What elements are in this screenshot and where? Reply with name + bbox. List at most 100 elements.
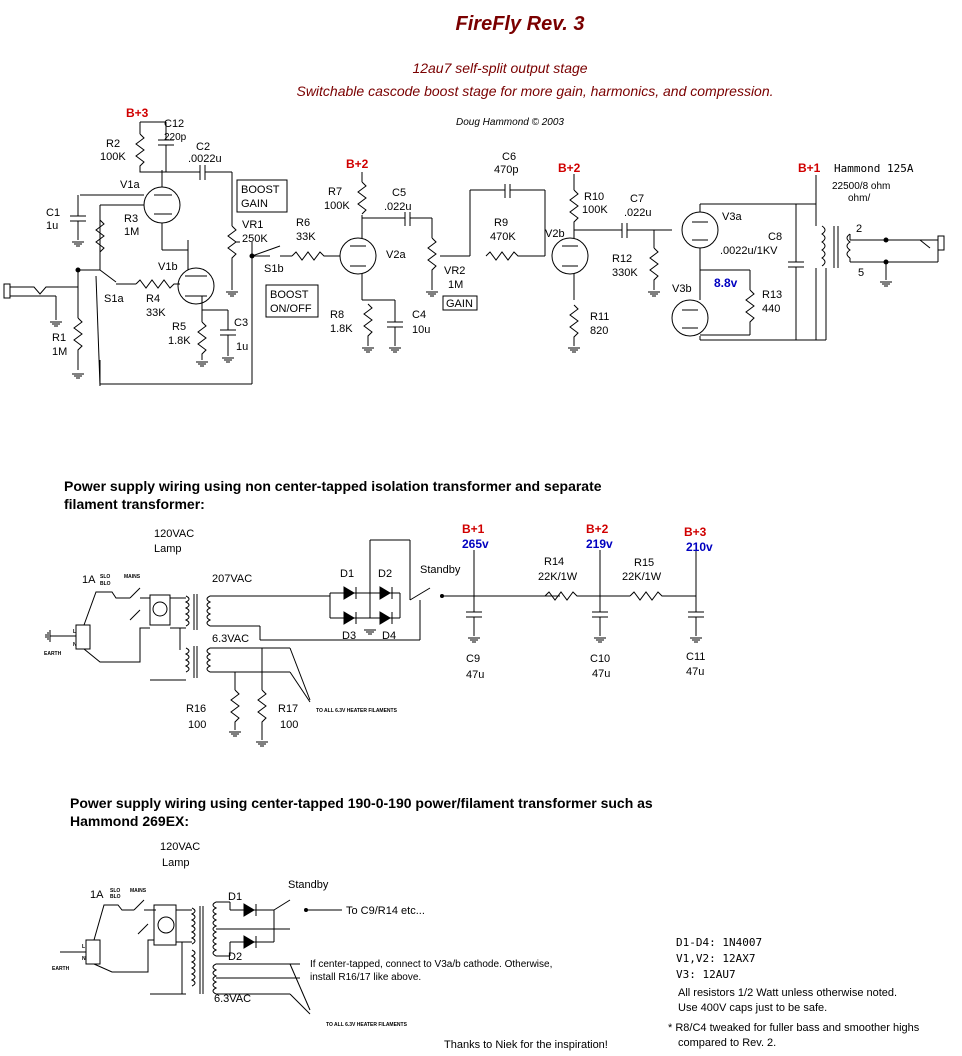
ps2-d1: D1 <box>228 891 242 903</box>
xfmr-pin-2: 2 <box>856 223 862 235</box>
note-caps: Use 400V caps just to be safe. <box>678 1002 827 1014</box>
ps2-d2: D2 <box>228 951 242 963</box>
c2-value: .0022u <box>188 153 222 165</box>
r3-label: R3 <box>124 213 138 225</box>
ps1-r14: R14 <box>544 556 564 568</box>
output-jack-icon <box>937 235 945 251</box>
xfmr-impedance: 22500/8 ohm <box>832 181 890 192</box>
gain-label: GAIN <box>446 298 473 310</box>
ps1-heading-line1: Power supply wiring using non center-tap… <box>64 478 602 494</box>
ps1-isolation-transformer-icon <box>184 595 190 627</box>
c4-value: 10u <box>412 324 430 336</box>
note-diodes: D1-D4: 1N4007 <box>676 936 762 949</box>
v1a-label: V1a <box>120 179 140 191</box>
component-labels: R2 100K C12 220p C2 .0022u V1a C1 1u R3 … <box>46 118 914 358</box>
ps1-63vac: 6.3VAC <box>212 633 249 645</box>
ps1-r17-value: 100 <box>280 719 298 731</box>
c5-label: C5 <box>392 187 406 199</box>
c3-label: C3 <box>234 317 248 329</box>
boost-onoff-label-line2: ON/OFF <box>270 303 312 315</box>
xfmr-ohm: ohm/ <box>848 193 870 204</box>
output-transformer-icon <box>821 225 826 267</box>
ps1-120vac: 120VAC <box>154 528 194 540</box>
vr1-value: 250K <box>242 233 268 245</box>
r8-value: 1.8K <box>330 323 353 335</box>
thanks-text: Thanks to Niek for the inspiration! <box>444 1039 608 1051</box>
v1b-label: V1b <box>158 261 178 273</box>
c5-value: .022u <box>384 201 412 213</box>
c7-value: .022u <box>624 207 652 219</box>
ps1-b2: B+2 <box>586 522 609 536</box>
ps1-d2: D2 <box>378 568 392 580</box>
ps1-standby: Standby <box>420 564 461 576</box>
d2-diode-icon <box>379 586 391 600</box>
ps2-blo: BLO <box>110 894 121 900</box>
ps1-d3: D3 <box>342 630 356 642</box>
note-rev2: compared to Rev. 2. <box>678 1037 776 1049</box>
r1-value: 1M <box>52 346 67 358</box>
boost-gain-label-line2: GAIN <box>241 198 268 210</box>
ps2-n: N <box>82 956 86 962</box>
ps1-c9-value: 47u <box>466 669 484 681</box>
r2-value: 100K <box>100 151 126 163</box>
note-resistors: All resistors 1/2 Watt unless otherwise … <box>678 987 897 999</box>
rail-b3-label: B+3 <box>126 106 149 120</box>
ps1-c11-value: 47u <box>686 666 704 678</box>
r5-value: 1.8K <box>168 335 191 347</box>
c8-label: C8 <box>768 231 782 243</box>
c2-label: C2 <box>196 141 210 153</box>
ps2-heading-line1: Power supply wiring using center-tapped … <box>70 795 653 811</box>
note-v1-v2: V1,V2: 12AX7 <box>676 952 755 965</box>
r2-label: R2 <box>106 138 120 150</box>
ps1-lamp: Lamp <box>154 543 182 555</box>
ps1-d1: D1 <box>340 568 354 580</box>
ps1-b1: B+1 <box>462 522 485 536</box>
ps1-lamp-icon <box>152 601 168 617</box>
ps1-l: L <box>73 629 76 635</box>
ps1-r14-value: 22K/1W <box>538 571 578 583</box>
d4-diode-icon <box>379 611 391 625</box>
r12-value: 330K <box>612 267 638 279</box>
c1-label: C1 <box>46 207 60 219</box>
ps1-c10-value: 47u <box>592 668 610 680</box>
input-jack-icon <box>3 283 11 299</box>
ps1-heaters: TO ALL 6.3V HEATER FILAMENTS <box>316 708 398 714</box>
r7-value: 100K <box>324 200 350 212</box>
ps1-b1-voltage: 265v <box>462 537 489 551</box>
ps1-slo: SLO <box>100 574 110 580</box>
c12-label: C12 <box>164 118 184 130</box>
ps2-lamp: Lamp <box>162 857 190 869</box>
ps1-b3: B+3 <box>684 525 707 539</box>
ps1-iec-socket-icon <box>75 624 91 650</box>
ps2-lamp-icon <box>157 916 175 934</box>
r9-value: 470K <box>490 231 516 243</box>
c4-label: C4 <box>412 309 426 321</box>
r5-label: R5 <box>172 321 186 333</box>
ps2-to-c9: To C9/R14 etc... <box>346 905 425 917</box>
r3-value: 1M <box>124 226 139 238</box>
c6-value: 470p <box>494 164 518 176</box>
v1b-tube-icon <box>177 267 215 305</box>
subtitle-boost-stage: Switchable cascode boost stage for more … <box>296 83 773 99</box>
v2a-tube-icon <box>339 237 377 275</box>
ps2-120vac: 120VAC <box>160 841 200 853</box>
c6-label: C6 <box>502 151 516 163</box>
boost-onoff-label-line1: BOOST <box>270 289 309 301</box>
ps1-n: N <box>73 642 77 648</box>
boost-onoff-box <box>265 284 319 318</box>
vr2-value: 1M <box>448 279 463 291</box>
ps1-r15-value: 22K/1W <box>622 571 662 583</box>
s1a-label: S1a <box>104 293 124 305</box>
ps2-earth: EARTH <box>52 966 70 972</box>
r8-label: R8 <box>330 309 344 321</box>
gain-box <box>442 295 478 311</box>
ps1-c9: C9 <box>466 653 480 665</box>
r10-value: 100K <box>582 204 608 216</box>
ps1-heading-line2: filament transformer: <box>64 496 205 512</box>
ps2-heading-line2: Hammond 269EX: <box>70 813 189 829</box>
r9-label: R9 <box>494 217 508 229</box>
ps2-l: L <box>82 944 85 950</box>
r7-label: R7 <box>328 186 342 198</box>
r10-label: R10 <box>584 191 604 203</box>
